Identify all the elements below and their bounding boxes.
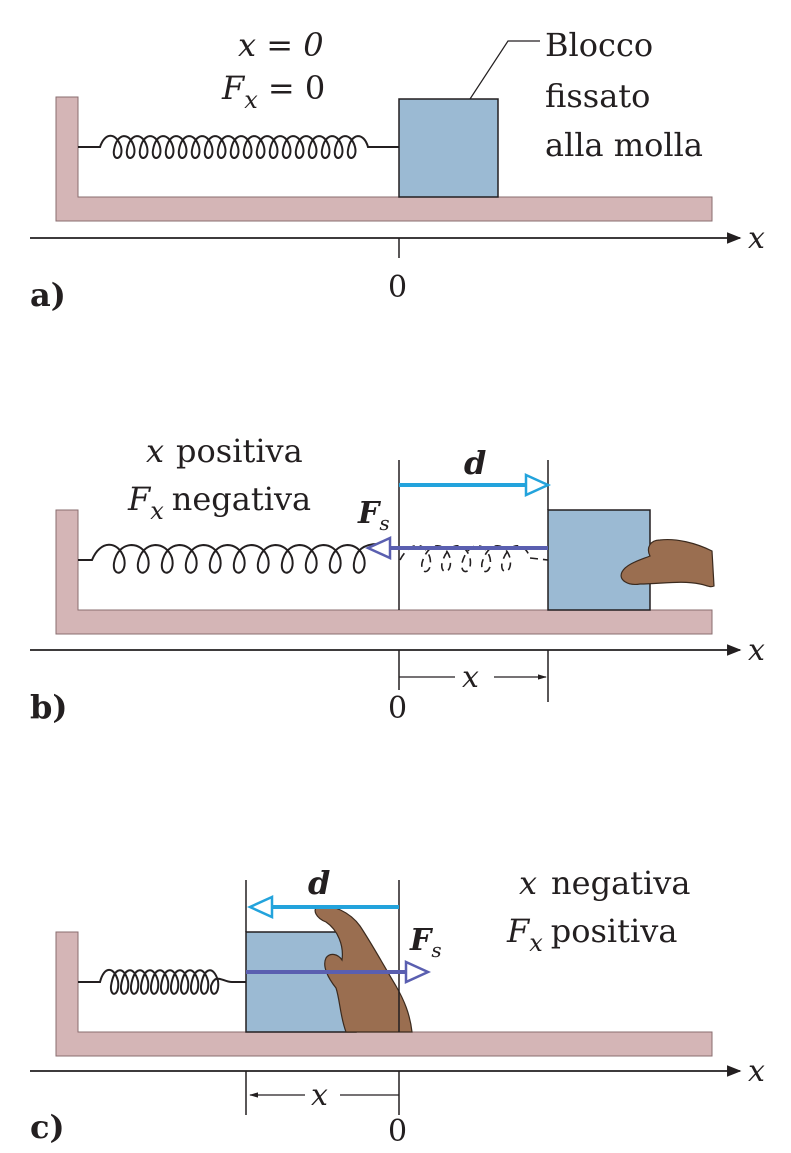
panel-label-b: b) (30, 688, 68, 726)
force-label-c: Fs (409, 923, 442, 962)
callout-text-line2-a: fissato (545, 77, 650, 115)
x-dim-label-c: x (311, 1078, 328, 1113)
force-label-b: Fs (357, 496, 390, 535)
spring-b (78, 543, 379, 574)
x-equals-label-a: x = 0 (238, 26, 324, 64)
axis-label-a: x (748, 221, 765, 256)
wall-floor-a (55, 96, 713, 222)
wall-floor-b (55, 509, 713, 635)
spring-b-faded (399, 544, 549, 573)
x-dim-label-b: x (462, 660, 479, 695)
hand-c (314, 905, 413, 1033)
panel-a: x = 0 Fx = 0 Blocco fissato alla molla x… (30, 26, 765, 314)
callout-text-line1-a: Blocco (545, 26, 653, 64)
wall-floor-c (55, 931, 713, 1057)
force-arrow-head-c (404, 960, 432, 984)
zero-label-b: 0 (388, 691, 407, 726)
spring-c (78, 968, 246, 995)
d-arrow-head-c (246, 895, 274, 919)
d-arrow-head-b (524, 473, 552, 497)
panel-label-c: c) (30, 1108, 65, 1146)
d-label-b: d (464, 444, 486, 482)
block-b (547, 509, 651, 611)
zero-label-a: 0 (388, 270, 407, 305)
hand-b (620, 538, 715, 588)
axis-label-c: x (748, 1054, 765, 1089)
spring-a (78, 134, 400, 159)
d-label-c: d (308, 864, 330, 902)
callout-text-line3-a: alla molla (545, 126, 703, 164)
block-a (398, 98, 499, 198)
zero-label-c: 0 (388, 1114, 407, 1149)
callout-leader-a (469, 40, 540, 100)
force-arrow-head-b (364, 536, 392, 560)
axis-label-b: x (748, 633, 765, 668)
force-equals-label-a: Fx = 0 (221, 69, 325, 114)
panel-label-a: a) (30, 276, 66, 314)
